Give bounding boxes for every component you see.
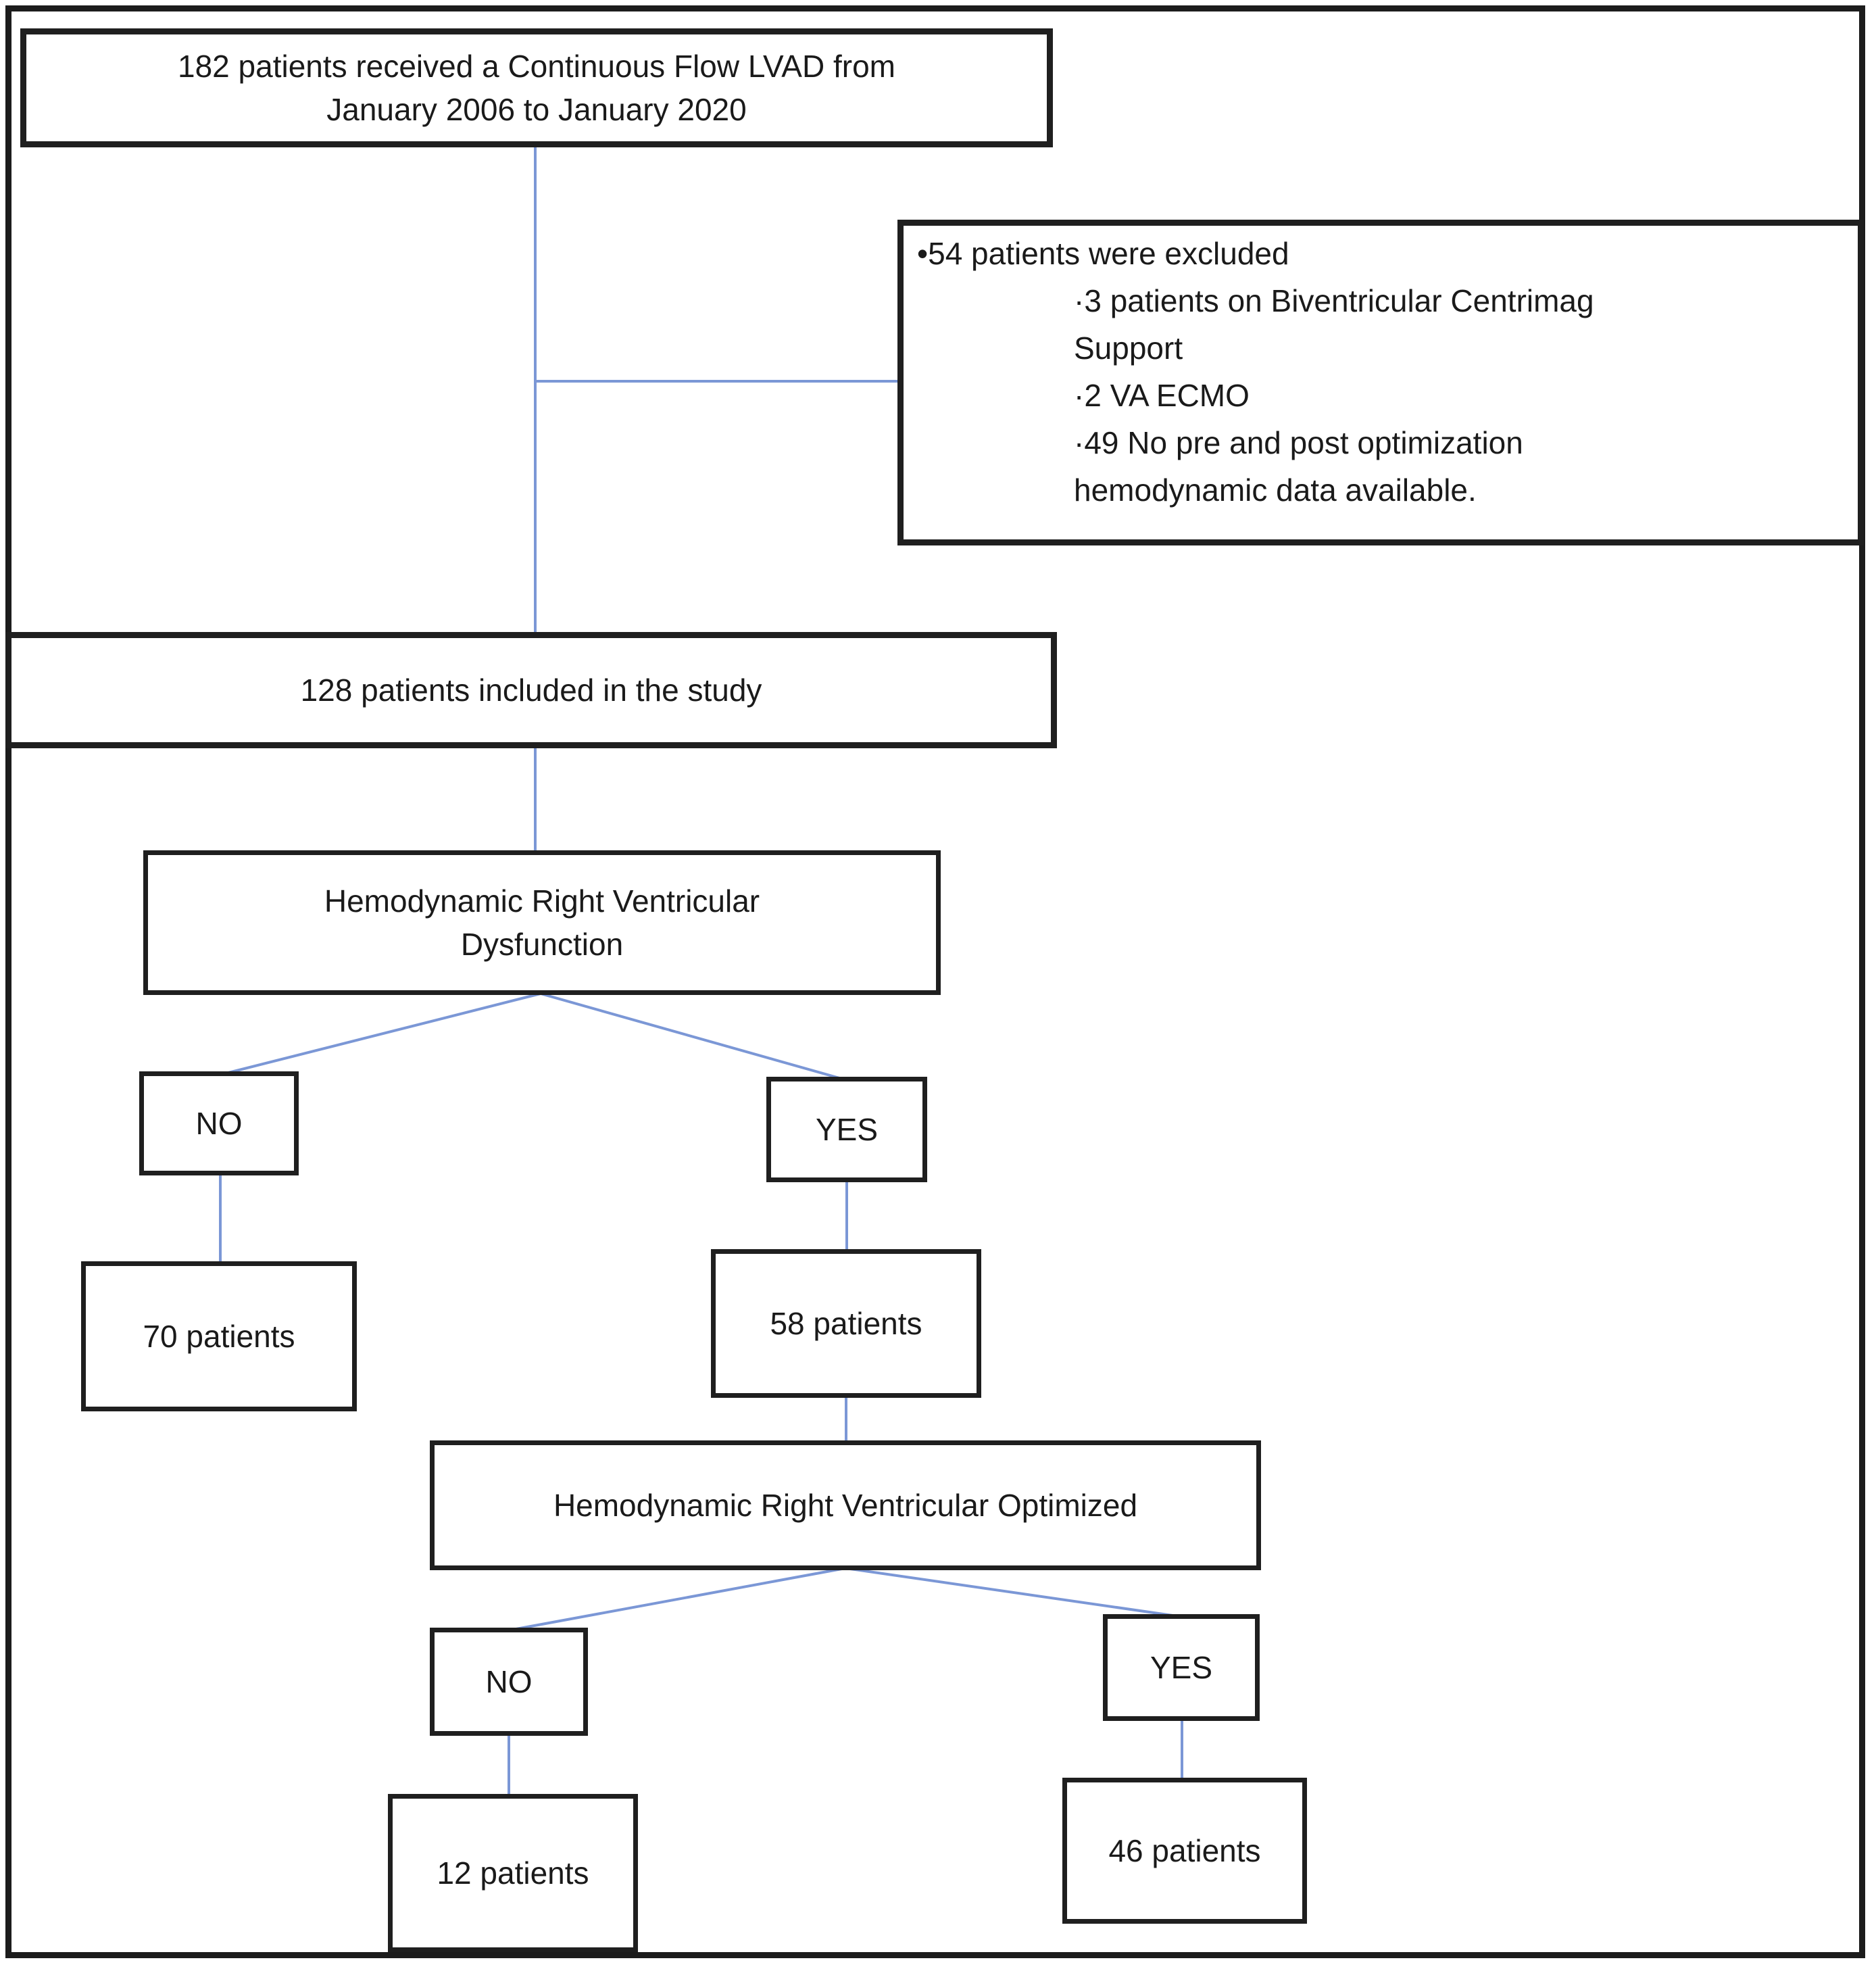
- node-rv-dysfunction-yes: YES: [766, 1077, 927, 1182]
- node-58-patients: 58 patients: [711, 1249, 981, 1398]
- excluded-item-label: 49 No pre and post optimization hemodyna…: [1074, 425, 1523, 508]
- excluded-item: ·3 patients on Biventricular Centrimag S…: [917, 277, 1682, 372]
- bullet-icon: •: [917, 236, 929, 271]
- node-46-patients-label: 46 patients: [1108, 1833, 1261, 1868]
- excluded-item: ·49 No pre and post optimization hemodyn…: [917, 419, 1682, 514]
- node-included-patients: 128 patients included in the study: [5, 632, 1057, 748]
- node-70-patients: 70 patients: [81, 1261, 357, 1411]
- node-total-patients-label: 182 patients received a Continuous Flow …: [178, 49, 895, 127]
- node-rv-dysfunction-no-label: NO: [195, 1106, 243, 1141]
- node-included-patients-label: 128 patients included in the study: [300, 673, 762, 708]
- node-rv-optimized-no-label: NO: [485, 1664, 533, 1699]
- dot-bullet-icon: ·: [1074, 378, 1085, 413]
- node-70-patients-label: 70 patients: [143, 1319, 295, 1354]
- node-rv-dysfunction-yes-label: YES: [815, 1112, 879, 1147]
- node-rv-optimized-label: Hemodynamic Right Ventricular Optimized: [553, 1488, 1138, 1523]
- excluded-title-line: •54 patients were excluded: [917, 230, 1682, 277]
- outer-frame: [5, 5, 1865, 1958]
- dot-bullet-icon: ·: [1074, 283, 1085, 318]
- node-rv-dysfunction-no: NO: [139, 1071, 299, 1175]
- node-12-patients-label: 12 patients: [437, 1855, 589, 1891]
- node-total-patients: 182 patients received a Continuous Flow …: [20, 28, 1053, 147]
- node-rv-optimized: Hemodynamic Right Ventricular Optimized: [430, 1440, 1261, 1570]
- node-12-patients: 12 patients: [388, 1794, 638, 1952]
- excluded-item: ·2 VA ECMO: [917, 372, 1682, 419]
- excluded-item-label: 2 VA ECMO: [1084, 378, 1250, 413]
- dot-bullet-icon: ·: [1074, 425, 1085, 460]
- node-excluded-patients: •54 patients were excluded ·3 patients o…: [897, 220, 1864, 545]
- node-rv-optimized-yes: YES: [1103, 1614, 1260, 1721]
- node-58-patients-label: 58 patients: [770, 1306, 922, 1341]
- connector-optimized-to-no: [508, 1567, 846, 1632]
- connector-rvd-to-no: [220, 992, 541, 1076]
- node-rv-optimized-yes-label: YES: [1150, 1650, 1213, 1685]
- node-46-patients: 46 patients: [1062, 1778, 1307, 1924]
- node-rv-dysfunction-label: Hemodynamic Right Ventricular Dysfunctio…: [324, 883, 760, 962]
- node-rv-dysfunction: Hemodynamic Right Ventricular Dysfunctio…: [143, 850, 941, 995]
- connector-optimized-to-yes: [845, 1567, 1183, 1618]
- connector-rvd-to-yes: [540, 992, 847, 1081]
- excluded-item-label: 3 patients on Biventricular Centrimag Su…: [1074, 283, 1594, 366]
- excluded-title: 54 patients were excluded: [928, 236, 1289, 271]
- node-rv-optimized-no: NO: [430, 1628, 588, 1736]
